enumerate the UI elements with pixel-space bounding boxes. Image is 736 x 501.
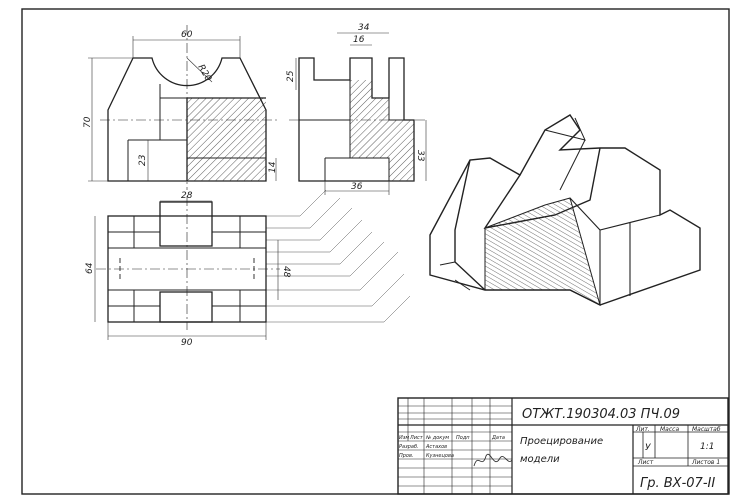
scale-label: Масштаб [692,426,721,433]
dim-height-total: 70 [83,116,93,128]
dim-lower-left: 23 [138,154,148,166]
dim-side-slot: 16 [353,35,365,45]
dim-front-width: 60 [181,30,193,40]
top-view [96,196,280,330]
dim-top-depth: 64 [85,262,95,274]
sheet-frame [21,8,730,495]
lit-label: Лит. [635,426,650,433]
hdr-date: Дата [491,435,505,441]
doc-code: ОТЖТ.190304.03 ПЧ.09 [522,407,680,422]
role-checker: Пров. [399,453,414,459]
name-checker: Кузнецова [426,453,454,459]
signature [473,453,513,467]
hdr-sign: Подп [456,435,470,441]
front-dimensions [88,36,277,182]
dim-side-bottom: 36 [351,182,363,192]
hdr-izm: Изм [399,435,409,441]
isometric-view [429,114,701,306]
dim-top-slot: 28 [181,191,193,201]
name-developer: Астахов [425,444,447,450]
side-section-hatch [350,80,414,181]
side-dimensions [295,32,427,195]
title-line-1: Проецирование [520,436,603,447]
dim-side-width: 34 [358,23,370,33]
dim-top-offset: 48 [281,266,291,278]
role-developer: Разраб. [399,444,419,450]
side-view [289,57,425,182]
dim-top-width: 90 [181,338,193,348]
title-line-2: модели [520,454,560,465]
sheet-label: Лист [637,459,654,466]
hdr-list: Лист [409,435,424,441]
scale-value: 1:1 [700,442,714,452]
front-view [100,25,280,190]
top-dimensions [94,200,279,340]
lit-value: У [645,443,651,453]
sheets-label: Листов 1 [691,459,720,466]
mass-label: Масса [660,426,679,433]
dim-right-small: 14 [268,161,278,173]
front-section-hatch [187,98,266,181]
hdr-doc: № докум [425,435,449,441]
dim-upper-height: 25 [286,70,296,82]
iso-section-hatch [484,197,601,306]
projection-lines [266,189,411,323]
group-label: Гр. ВХ-07-II [640,476,715,491]
dim-side-height: 33 [415,150,425,162]
title-block [397,397,729,495]
